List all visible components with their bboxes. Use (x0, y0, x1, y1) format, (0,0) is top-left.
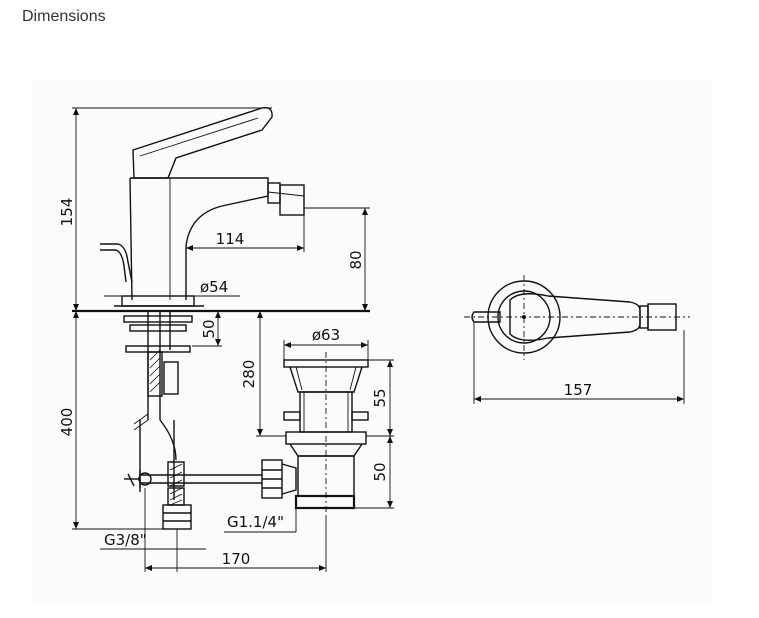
dim-waste-diameter: ø63 (312, 326, 340, 344)
dim-base-diameter: ø54 (200, 278, 228, 296)
dim-spout-height: 80 (347, 250, 365, 269)
dim-hose-length: 400 (58, 408, 76, 437)
tap-top-view (464, 275, 690, 360)
dim-inlet-thread: G3/8" (104, 531, 147, 549)
waste-assembly (261, 352, 369, 516)
tap-front-view (72, 107, 370, 313)
dim-waste-total: 280 (240, 360, 258, 389)
dim-total-height-tap: 154 (58, 198, 76, 227)
dim-waste-offset: 170 (222, 550, 251, 568)
dimension-lines (72, 107, 685, 572)
dim-waste-thread: G1.1/4" (227, 513, 284, 531)
page-title: Dimensions (22, 8, 106, 25)
dim-spout-reach: 114 (216, 230, 245, 248)
dim-base-to-nut: 50 (200, 319, 218, 338)
fixing-assembly (123, 311, 262, 530)
dim-waste-lower: 50 (371, 462, 389, 481)
dim-waste-upper: 55 (371, 388, 389, 407)
dim-top-view-length: 157 (564, 381, 593, 399)
